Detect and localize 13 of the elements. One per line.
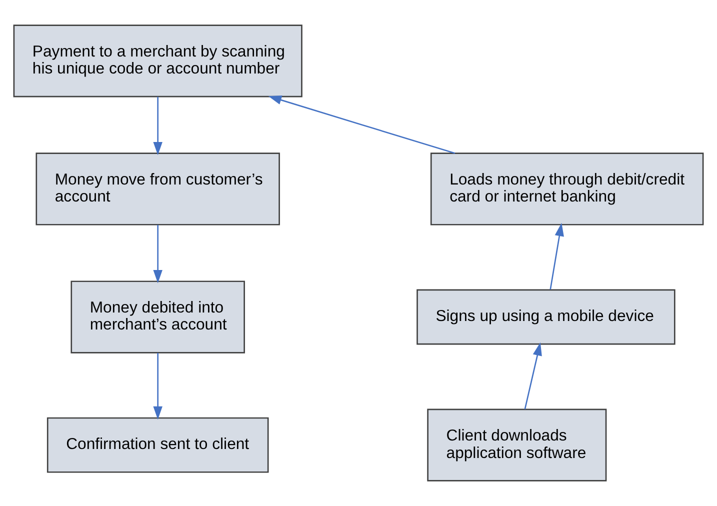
arrow <box>268 96 456 154</box>
node-box: Confirmation sent to client <box>46 417 269 473</box>
arrow <box>524 342 542 410</box>
node-box: Loads money through debit/credit card or internet banking <box>430 152 704 226</box>
node-box: Signs up using a mobile device <box>416 289 676 345</box>
arrow <box>153 352 162 420</box>
arrow <box>153 224 162 284</box>
node-box: Money debited into merchant’s account <box>70 280 245 354</box>
arrow <box>550 222 564 290</box>
arrow <box>153 96 162 156</box>
node-box: Money move from customer’s account <box>36 152 280 226</box>
node-box: Client downloads application software <box>427 408 607 482</box>
node-box: Payment to a merchant by scanning his unique code or account number <box>13 24 302 98</box>
